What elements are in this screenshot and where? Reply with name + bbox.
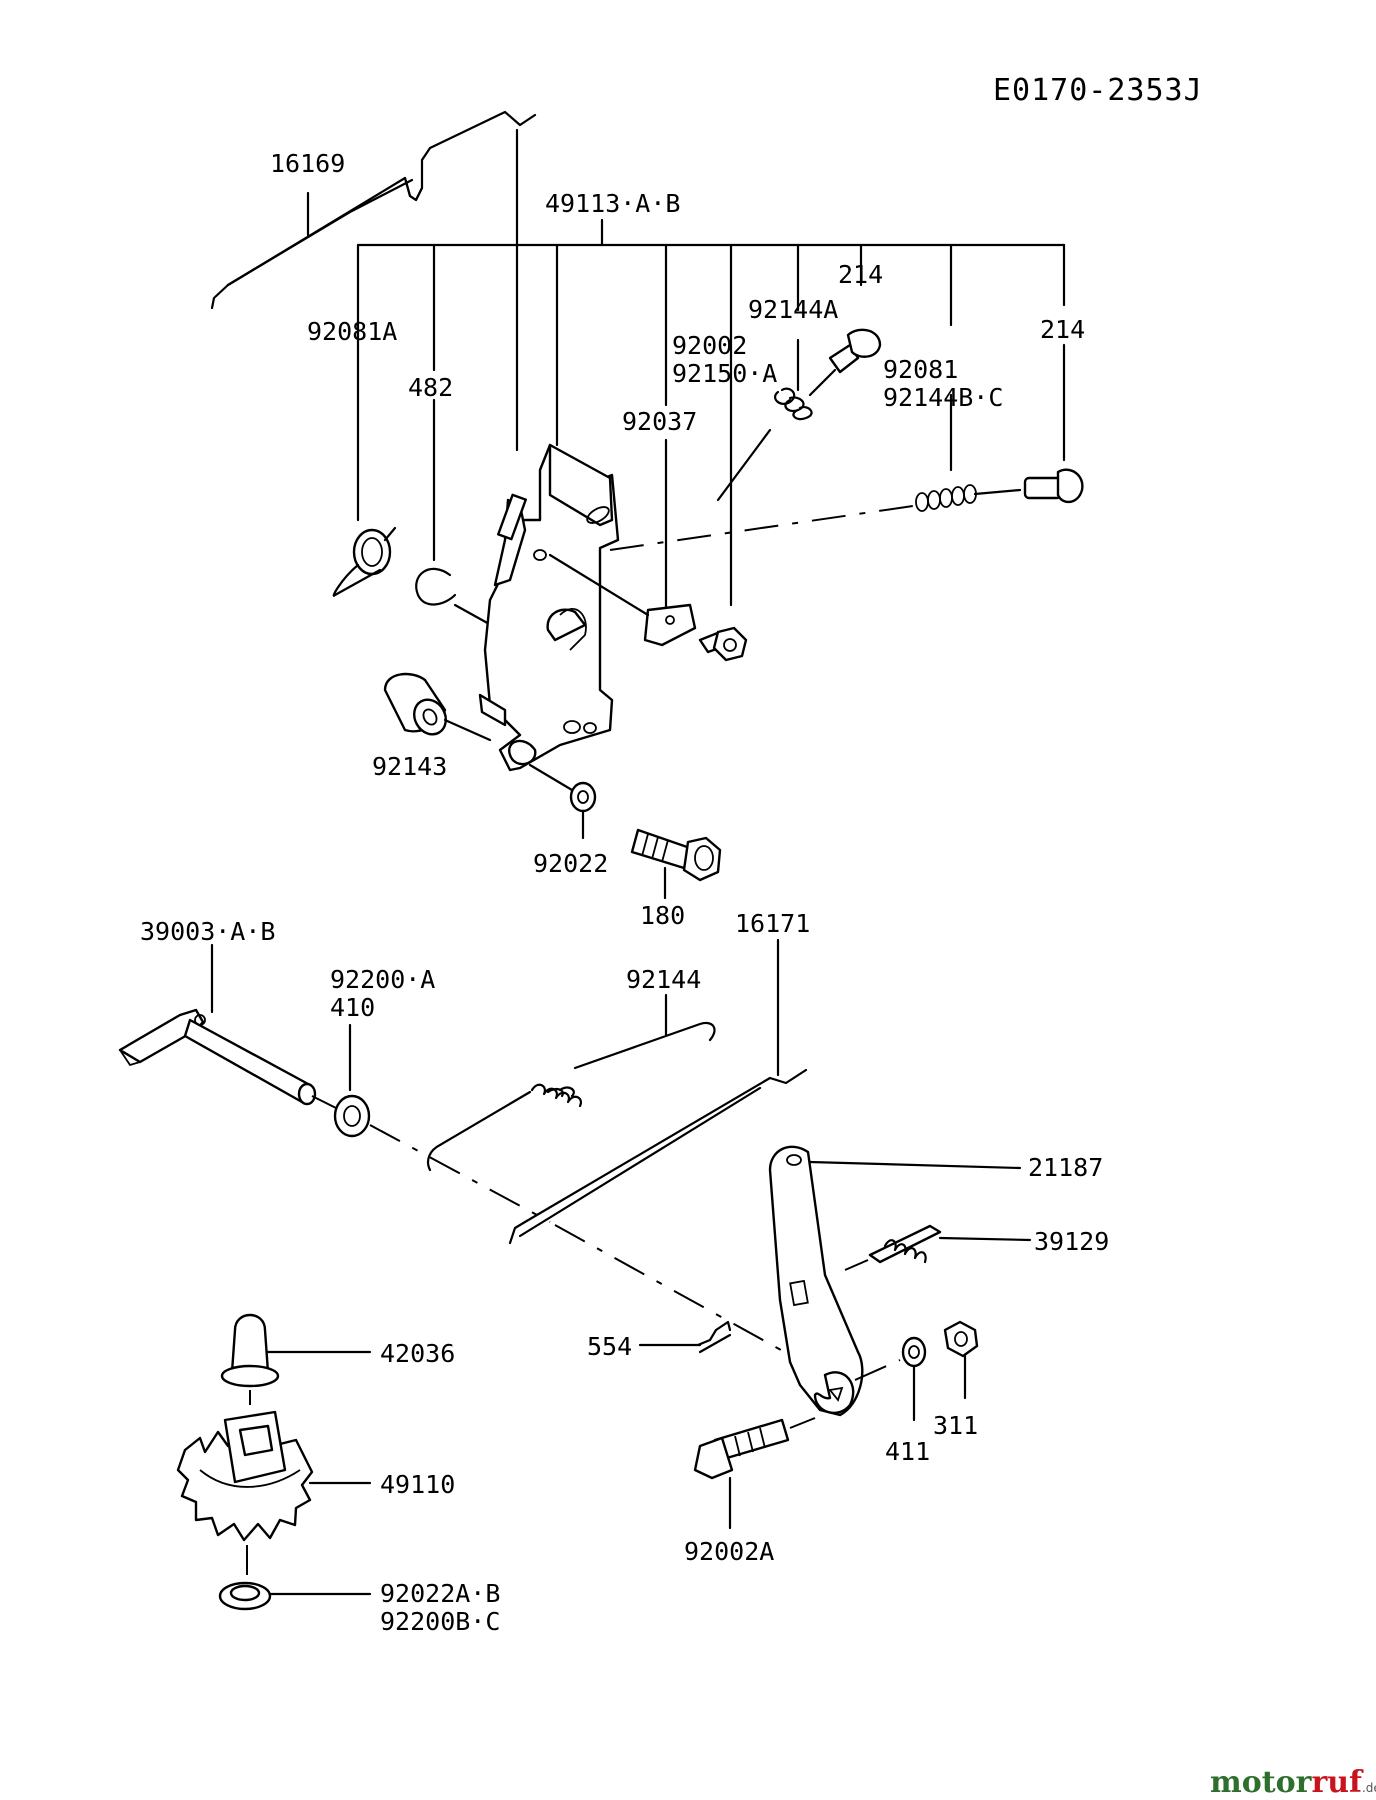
part-92022A-washer bbox=[218, 1545, 372, 1611]
part-92002A-bolt bbox=[693, 1417, 816, 1530]
label-92002A: 92002A bbox=[684, 1537, 774, 1566]
part-554-link bbox=[638, 1320, 732, 1354]
part-214-screw-upper bbox=[828, 328, 882, 374]
part-39129-pin bbox=[844, 1224, 1032, 1271]
dash-washer-line bbox=[369, 1124, 551, 1223]
part-410-washer bbox=[333, 1023, 371, 1138]
label-16171: 16171 bbox=[735, 909, 810, 938]
label-92081: 92081 bbox=[883, 355, 958, 384]
label-554: 554 bbox=[587, 1332, 632, 1361]
part-16171-rod bbox=[508, 938, 808, 1245]
label-92144A: 92144A bbox=[748, 295, 838, 324]
label-92144: 92144 bbox=[626, 965, 701, 994]
label-311: 311 bbox=[933, 1411, 978, 1440]
label-92150-A: 92150·A bbox=[672, 359, 777, 388]
dash-lower-rod bbox=[554, 1224, 791, 1356]
label-92022A-B: 92022A·B bbox=[380, 1579, 500, 1608]
part-92081A-spring bbox=[332, 526, 397, 597]
part-92002-bolt bbox=[698, 626, 748, 662]
label-92081A: 92081A bbox=[307, 317, 397, 346]
label-92200B-C: 92200B·C bbox=[380, 1607, 500, 1636]
part-16169-rod bbox=[210, 110, 537, 310]
part-92081-spring bbox=[915, 484, 1022, 512]
leader-49113-group bbox=[356, 128, 1066, 622]
label-411: 411 bbox=[885, 1437, 930, 1466]
part-92022-washer bbox=[528, 763, 597, 840]
part-92143-collar bbox=[383, 672, 492, 742]
part-39003-shaft bbox=[118, 943, 317, 1106]
label-410: 410 bbox=[330, 993, 375, 1022]
part-42036-cap bbox=[220, 1313, 372, 1405]
label-92144B-C: 92144B·C bbox=[883, 383, 1003, 412]
label-21187: 21187 bbox=[1028, 1153, 1103, 1182]
label-49113-A-B: 49113·A·B bbox=[545, 189, 680, 218]
label-92022: 92022 bbox=[533, 849, 608, 878]
label-16169: 16169 bbox=[270, 149, 345, 178]
label-92143: 92143 bbox=[372, 752, 447, 781]
part-214-screw-right bbox=[1023, 468, 1084, 504]
label-214-upper: 214 bbox=[838, 260, 883, 289]
part-92144A-spring bbox=[716, 368, 837, 502]
label-39003-A-B: 39003·A·B bbox=[140, 917, 275, 946]
label-214-right: 214 bbox=[1040, 315, 1085, 344]
label-39129: 39129 bbox=[1034, 1227, 1109, 1256]
part-180-bolt bbox=[630, 828, 722, 900]
label-92037: 92037 bbox=[622, 407, 697, 436]
label-180: 180 bbox=[640, 901, 685, 930]
label-92002: 92002 bbox=[672, 331, 747, 360]
label-92200-A: 92200·A bbox=[330, 965, 435, 994]
part-311-nut bbox=[943, 1320, 979, 1400]
label-482: 482 bbox=[408, 373, 453, 402]
drawing-code: E0170-2353J bbox=[993, 73, 1203, 108]
part-411-washer bbox=[854, 1336, 927, 1422]
label-42036: 42036 bbox=[380, 1339, 455, 1368]
part-49113-bracket bbox=[478, 443, 620, 772]
svg-text:motorruf.de: motorruf.de bbox=[1210, 1765, 1376, 1800]
motoruf-watermark: motorruf.de bbox=[1210, 1765, 1376, 1800]
label-49110: 49110 bbox=[380, 1470, 455, 1499]
dash-link-upper bbox=[609, 504, 921, 551]
part-49110-gear bbox=[176, 1410, 372, 1542]
part-92144-spring bbox=[426, 993, 716, 1172]
part-92037-plate bbox=[548, 553, 697, 647]
part-21187-lever bbox=[768, 1145, 1022, 1417]
